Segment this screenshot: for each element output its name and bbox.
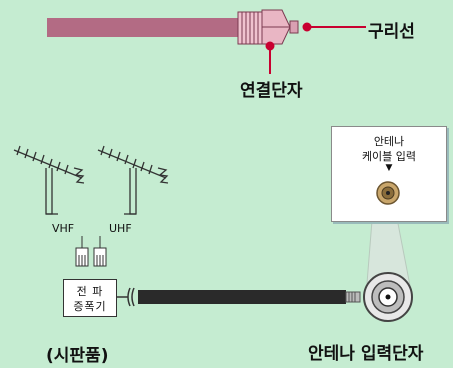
connector-label: 연결단자 <box>240 81 303 101</box>
retail-caption: (시판품) <box>46 346 109 366</box>
wire-bar <box>47 18 239 37</box>
wire-label: 구리선 <box>368 22 415 42</box>
amplifier-line1: 전 파 <box>76 285 104 298</box>
amplifier-line2: 증폭기 <box>73 300 107 313</box>
down-arrow-icon: ▼ <box>385 163 393 173</box>
antenna-input-caption: 안테나 입력단자 <box>308 344 424 364</box>
jack-label-line2: 케이블 입력 <box>361 150 417 163</box>
uhf-label: UHF <box>109 222 132 235</box>
tv-input-panel: 안테나 케이블 입력 ▼ <box>331 126 447 222</box>
connector-graphic <box>237 9 299 45</box>
coax-cable <box>116 287 361 307</box>
antenna-jack-icon <box>376 181 400 205</box>
amplifier-box: 전 파 증폭기 <box>63 279 117 317</box>
jack-label-line1: 안테나 <box>373 135 405 148</box>
antenna-vhf <box>13 145 85 215</box>
vhf-label: VHF <box>52 222 75 235</box>
antenna-uhf <box>97 145 169 215</box>
pointer-lines <box>265 22 366 74</box>
antenna-plugs <box>75 236 107 267</box>
input-plug-graphic <box>363 272 413 322</box>
